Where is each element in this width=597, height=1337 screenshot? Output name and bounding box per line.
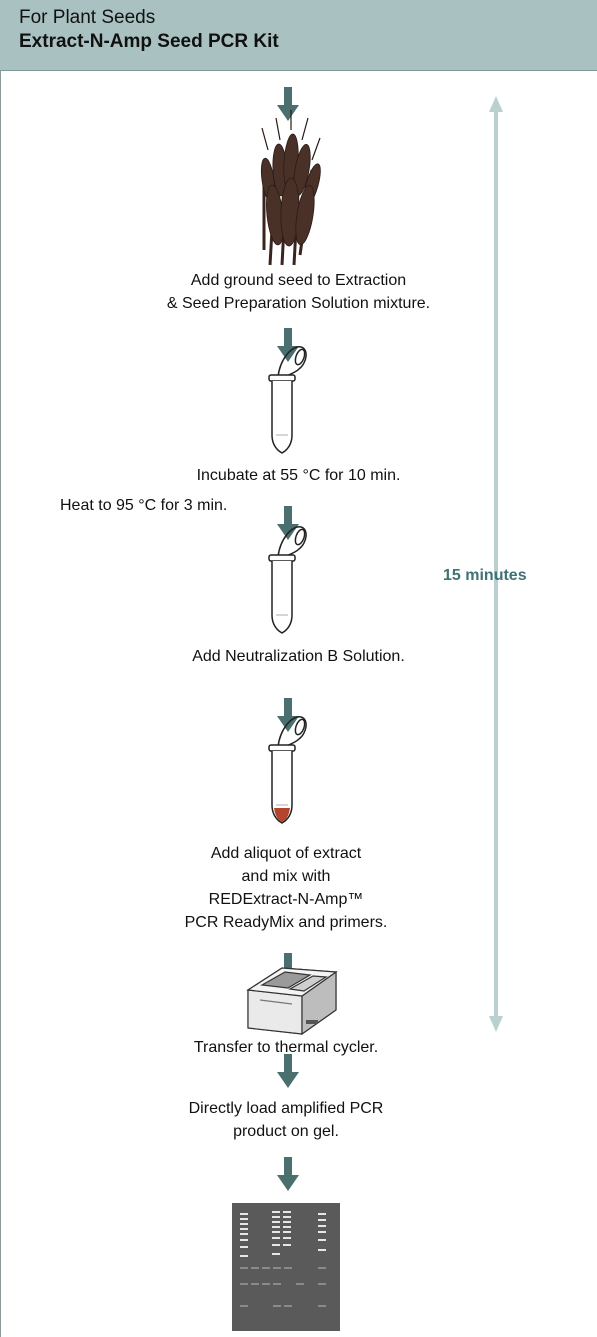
step5-caption-line1: Add aliquot of extract: [210, 845, 362, 862]
step3-side-caption: Heat to 95 °C for 3 min.: [60, 497, 228, 514]
flow-arrow: [277, 1054, 299, 1088]
gel-electrophoresis-icon: [232, 1203, 340, 1331]
flow-arrow: [277, 1157, 299, 1191]
step1-caption-line1: Add ground seed to Extraction: [190, 272, 407, 289]
header-bar: For Plant Seeds Extract-N-Amp Seed PCR K…: [0, 0, 597, 71]
microcentrifuge-tube-icon: [268, 526, 308, 634]
step7-caption-line1: Directly load amplified PCR: [188, 1100, 384, 1117]
microcentrifuge-tube-with-sample-icon: [268, 716, 308, 824]
flow-arrow: [277, 87, 299, 121]
step5-caption-line2: and mix with: [241, 868, 331, 885]
timeline-bracket: [489, 96, 503, 1032]
step4-caption: Add Neutralization B Solution.: [192, 648, 405, 665]
step7-caption-line2: product on gel.: [233, 1123, 339, 1140]
step6-caption: Transfer to thermal cycler.: [193, 1039, 379, 1056]
step5-caption-line4: PCR ReadyMix and primers.: [184, 914, 388, 931]
step2-caption: Incubate at 55 °C for 10 min.: [196, 467, 401, 484]
duration-label: 15 minutes: [443, 567, 527, 584]
thermal-cycler-icon: [246, 967, 338, 1036]
header-subtitle: For Plant Seeds: [19, 7, 156, 28]
step1-caption-line2: & Seed Preparation Solution mixture.: [166, 295, 431, 312]
microcentrifuge-tube-icon: [268, 346, 308, 454]
flow-arrow: [277, 506, 299, 540]
wheat-icon: [260, 110, 321, 266]
step5-caption-line3: REDExtract-N-Amp™: [208, 891, 364, 908]
header-title: Extract-N-Amp Seed PCR Kit: [19, 31, 279, 52]
